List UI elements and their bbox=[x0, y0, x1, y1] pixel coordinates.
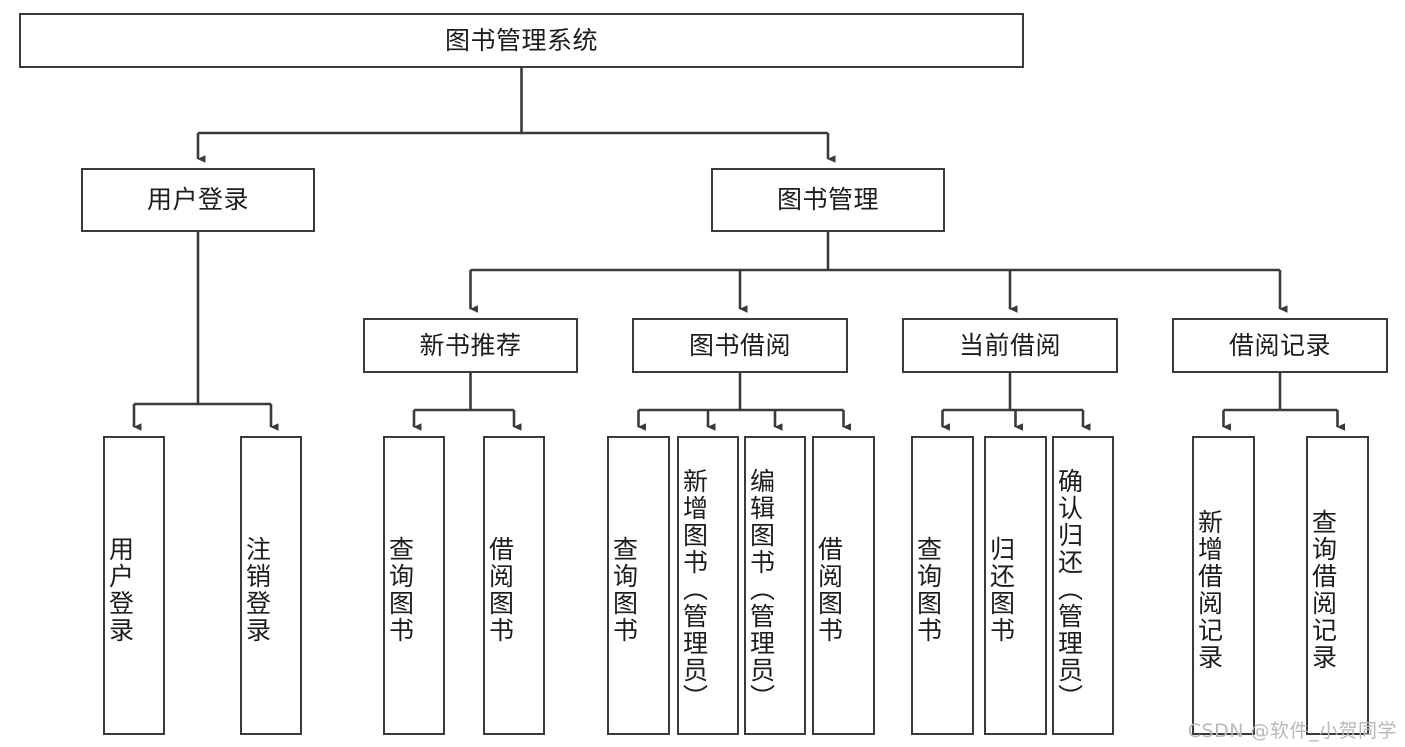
node-l3_a2[interactable]: 注销登录 bbox=[240, 436, 302, 735]
node-l2_borrow[interactable]: 图书借阅 bbox=[632, 318, 848, 373]
node-label: 借阅图书 bbox=[814, 535, 844, 644]
node-l3_c3[interactable]: 编辑图书（管理员） bbox=[744, 436, 806, 735]
node-l3_c4[interactable]: 借阅图书 bbox=[812, 436, 875, 735]
node-label: 编辑图书（管理员） bbox=[746, 468, 776, 711]
node-label: 查询图书 bbox=[913, 535, 943, 644]
watermark-text: CSDN @软件_小贺同学 bbox=[1187, 720, 1397, 742]
node-l3_b2[interactable]: 借阅图书 bbox=[483, 436, 545, 735]
node-label: 注销登录 bbox=[242, 535, 272, 644]
node-label: 用户登录 bbox=[105, 535, 135, 644]
node-label: 新增图书（管理员） bbox=[679, 468, 709, 711]
node-label: 用户登录 bbox=[146, 185, 249, 215]
node-label: 图书借阅 bbox=[688, 330, 791, 360]
node-label: 图书管理 bbox=[776, 185, 879, 215]
node-l3_e1[interactable]: 新增借阅记录 bbox=[1192, 436, 1255, 735]
node-l1_login[interactable]: 用户登录 bbox=[81, 168, 315, 232]
node-label: 借阅图书 bbox=[485, 535, 515, 644]
node-l3_d1[interactable]: 查询图书 bbox=[911, 436, 974, 735]
node-label: 查询借阅记录 bbox=[1308, 508, 1338, 671]
node-label: 查询图书 bbox=[609, 535, 639, 644]
node-l3_e2[interactable]: 查询借阅记录 bbox=[1306, 436, 1369, 735]
node-l3_d2[interactable]: 归还图书 bbox=[984, 436, 1047, 735]
node-label: 查询图书 bbox=[385, 535, 415, 644]
node-l2_history[interactable]: 借阅记录 bbox=[1172, 318, 1388, 373]
node-l1_book[interactable]: 图书管理 bbox=[711, 168, 945, 232]
node-l3_c1[interactable]: 查询图书 bbox=[607, 436, 670, 735]
node-root[interactable]: 图书管理系统 bbox=[19, 13, 1024, 68]
node-label: 借阅记录 bbox=[1228, 330, 1331, 360]
node-l2_newrec[interactable]: 新书推荐 bbox=[363, 318, 578, 373]
node-label: 新增借阅记录 bbox=[1194, 508, 1224, 671]
node-label: 图书管理系统 bbox=[444, 25, 598, 55]
node-l3_a1[interactable]: 用户登录 bbox=[103, 436, 165, 735]
node-l2_current[interactable]: 当前借阅 bbox=[902, 318, 1118, 373]
node-label: 确认归还（管理员） bbox=[1054, 468, 1084, 711]
node-label: 新书推荐 bbox=[419, 330, 522, 360]
node-l3_d3[interactable]: 确认归还（管理员） bbox=[1052, 436, 1114, 735]
node-label: 归还图书 bbox=[986, 535, 1016, 644]
node-label: 当前借阅 bbox=[958, 330, 1061, 360]
node-l3_b1[interactable]: 查询图书 bbox=[383, 436, 445, 735]
node-l3_c2[interactable]: 新增图书（管理员） bbox=[677, 436, 739, 735]
